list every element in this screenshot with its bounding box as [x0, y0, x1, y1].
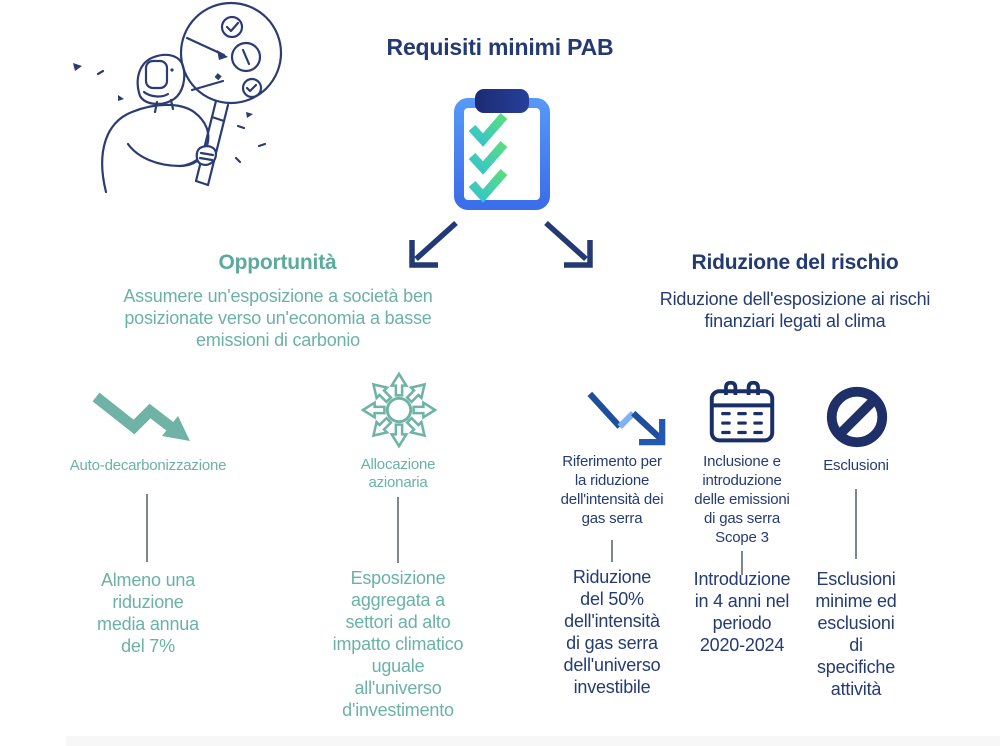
connector-line	[146, 494, 148, 562]
left-item-2-detail: Esposizione aggregata a settori ad alto …	[332, 568, 464, 720]
right-item-1-label: Riferimento per la riduzione dell'intens…	[560, 453, 664, 527]
declining-trend-icon	[585, 388, 667, 448]
right-item-2-detail: Introduzione in 4 anni nel periodo 2020-…	[693, 569, 791, 655]
left-item-1-label: Auto-decarbonizzazione	[69, 457, 227, 474]
right-branch-description: Riduzione dell'esposizione ai rischi fin…	[659, 289, 931, 331]
right-item-3-detail: Esclusioni minime ed esclusioni di speci…	[815, 569, 897, 699]
left-item-1-detail: Almeno una riduzione media annua del 7%	[97, 570, 199, 656]
bottom-strip	[66, 736, 1000, 746]
declining-arrow-icon	[88, 392, 208, 447]
left-branch-description: Assumere un'esposizione a società ben po…	[123, 286, 433, 350]
right-item-3-label: Esclusioni	[823, 457, 889, 474]
right-item-2-label: Inclusione e introduzione delle emission…	[694, 453, 790, 546]
clipboard-checklist-icon	[448, 86, 556, 212]
right-branch-heading: Riduzione del rischio	[691, 251, 899, 274]
left-branch-heading: Opportunità	[218, 251, 337, 274]
right-item-1-detail: Riduzione del 50% dell'intensità di gas …	[563, 567, 661, 697]
magnifier-person-illustration	[40, 0, 300, 210]
split-arrows	[398, 216, 602, 278]
connector-line	[397, 497, 399, 563]
page-title: Requisiti minimi PAB	[386, 34, 614, 60]
prohibition-icon	[823, 383, 891, 451]
left-item-2-label: Allocazione azionaria	[360, 456, 436, 491]
arrow-down-left-icon	[409, 220, 458, 268]
radiating-arrows-icon	[360, 371, 438, 449]
connector-line	[741, 551, 743, 575]
calendar-icon	[708, 378, 776, 446]
connector-line	[855, 489, 857, 559]
connector-line	[611, 540, 613, 562]
arrow-down-right-icon	[544, 220, 593, 268]
